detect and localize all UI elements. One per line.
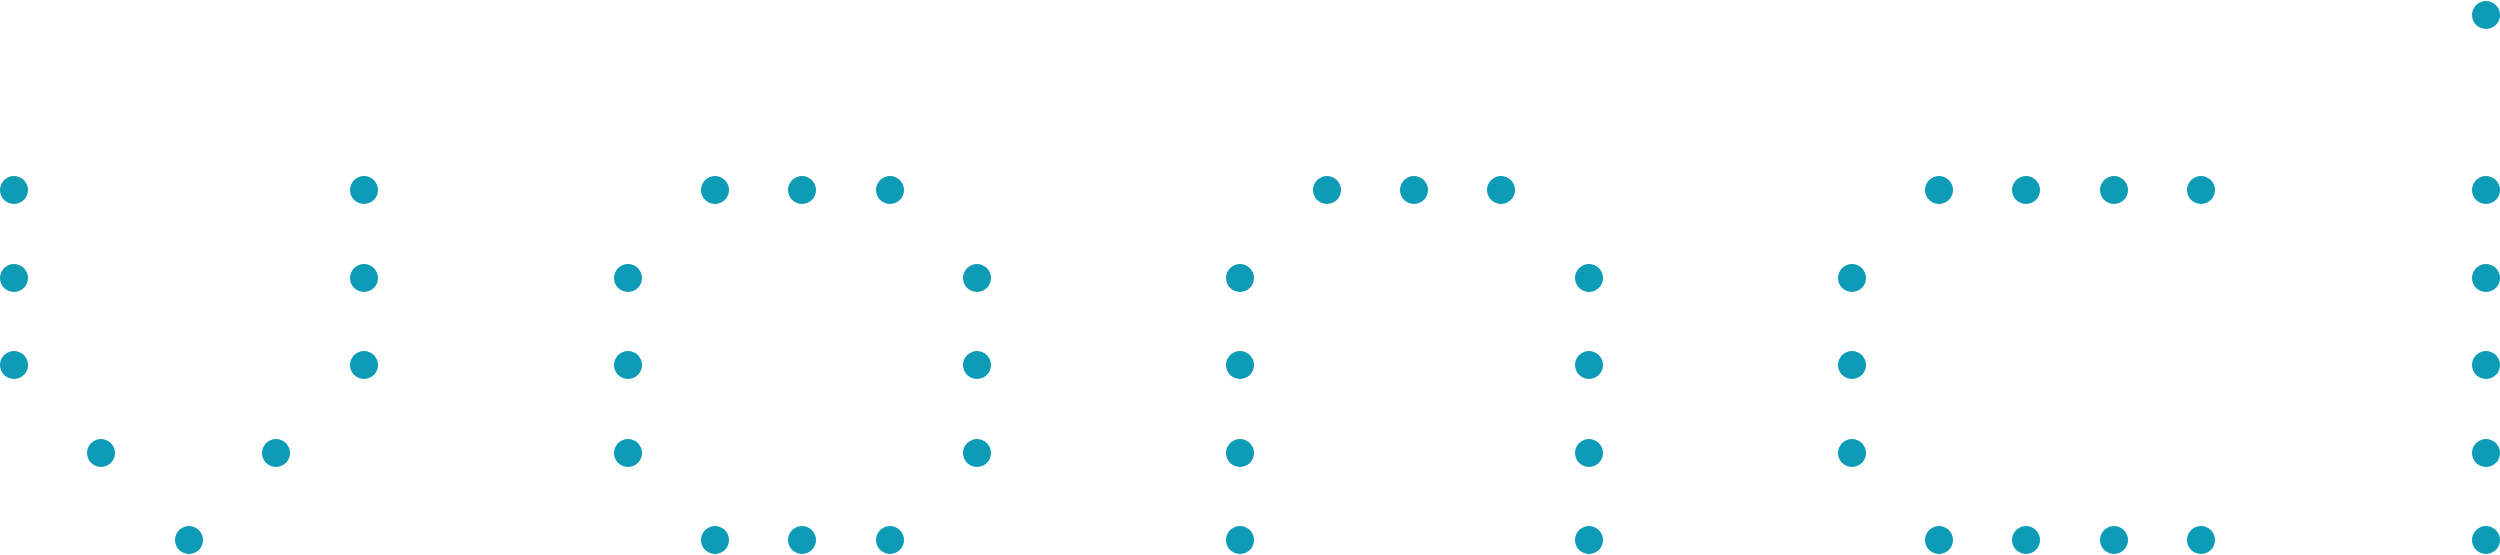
- logo-letter-i: [2472, 1, 2500, 554]
- logo-letter-n: [1226, 176, 1603, 554]
- logo-letter-v: [0, 176, 378, 554]
- logo-letter-c: [1838, 176, 2215, 554]
- logo-letter-o: [614, 176, 991, 554]
